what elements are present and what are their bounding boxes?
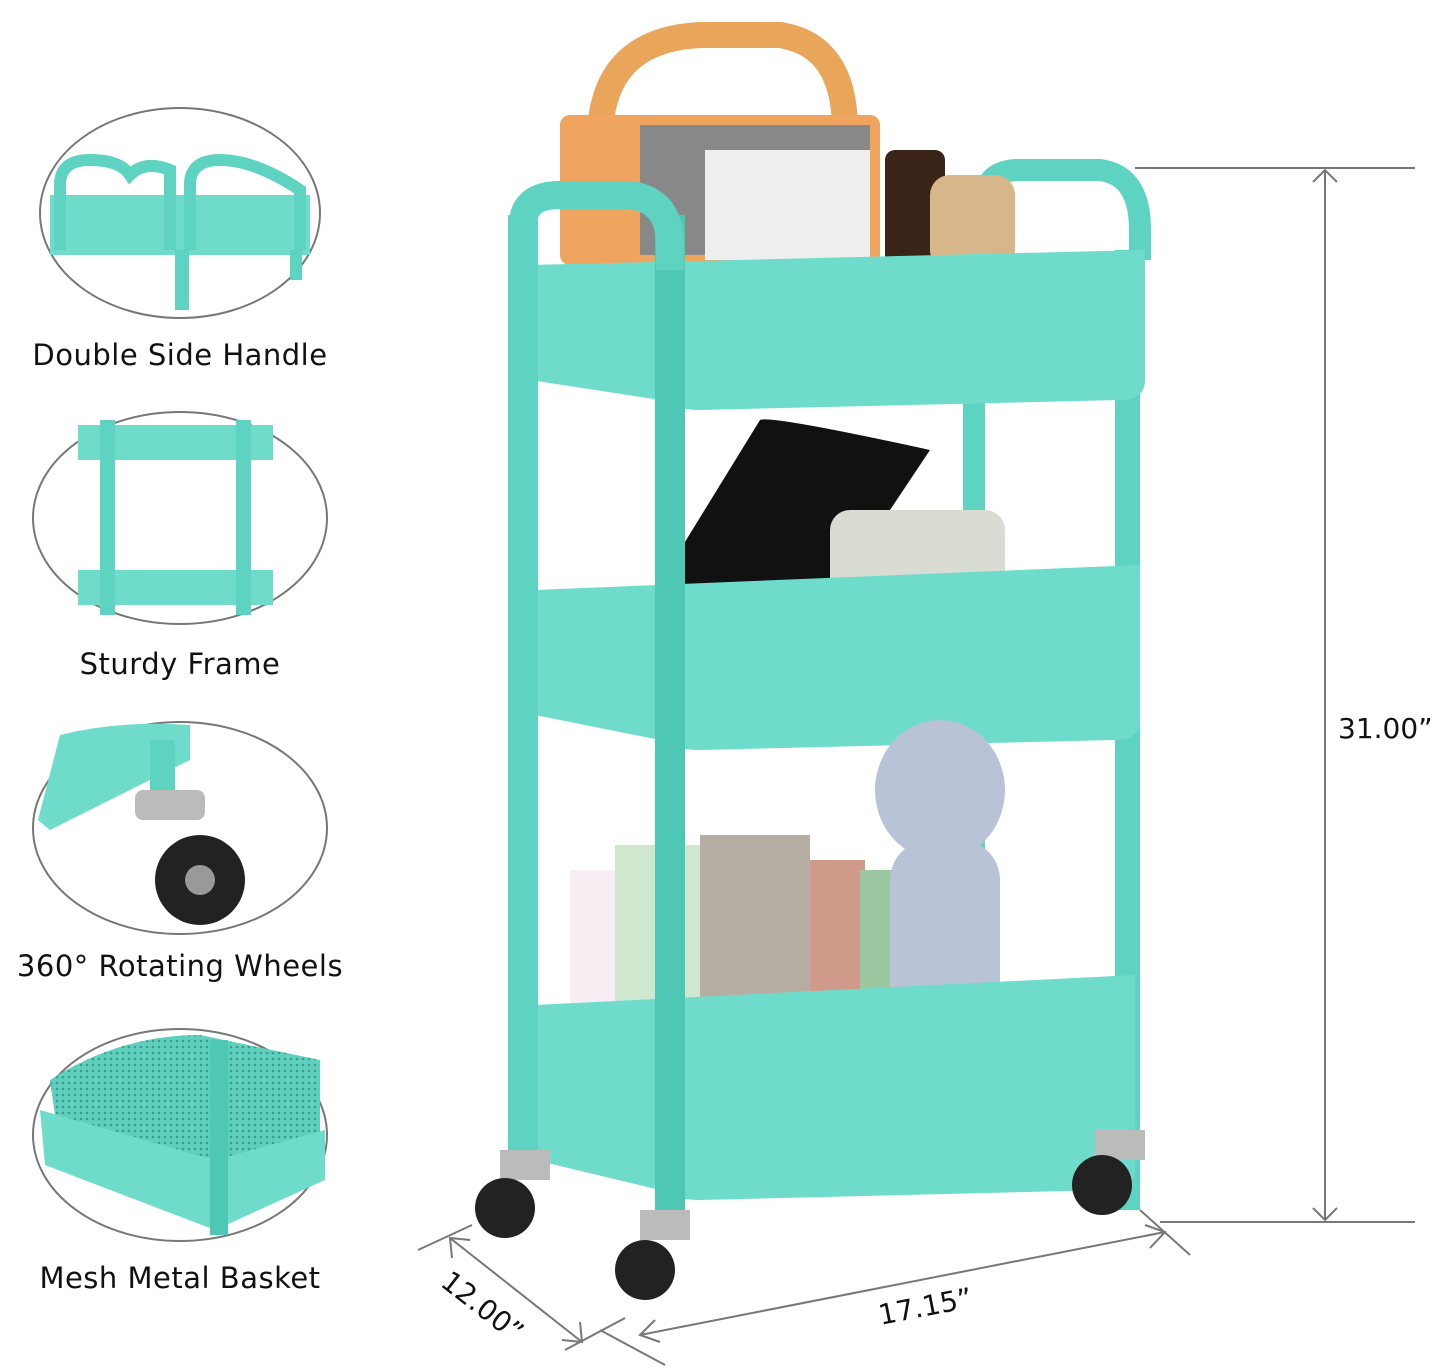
cart <box>475 22 1151 1300</box>
dimension-height <box>1135 167 1415 1223</box>
dimension-width <box>599 1209 1191 1366</box>
wheel <box>475 1150 550 1238</box>
wheel <box>615 1210 690 1300</box>
detail-mesh <box>32 1028 328 1242</box>
feature-label: Mesh Metal Basket <box>39 1261 321 1295</box>
wheel <box>1072 1130 1145 1215</box>
feature-label: 360° Rotating Wheels <box>16 949 344 983</box>
detail-frame <box>32 411 328 625</box>
feature-label: Double Side Handle <box>32 338 328 372</box>
feature-label: Sturdy Frame <box>79 647 281 681</box>
detail-wheel <box>32 721 328 935</box>
detail-handle <box>39 107 321 319</box>
dimension-depth <box>417 1224 626 1351</box>
height-label: 31.00” <box>1338 712 1433 745</box>
